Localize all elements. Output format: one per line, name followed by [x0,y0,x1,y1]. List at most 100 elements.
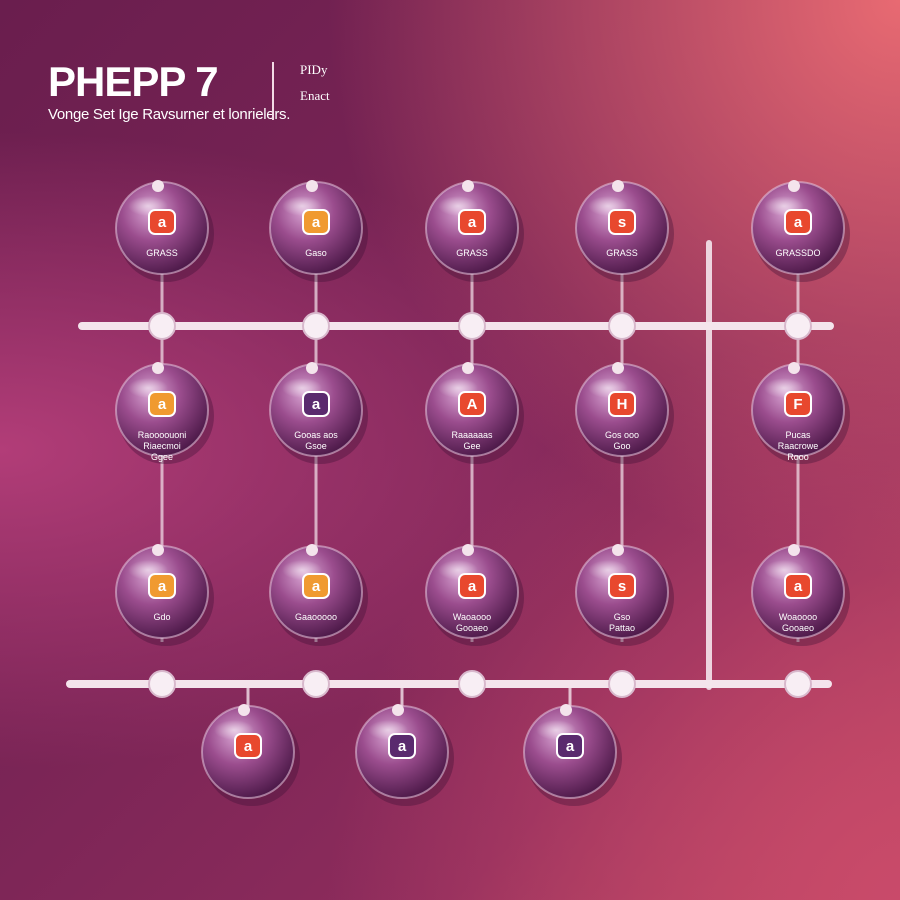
rail-junction [458,312,486,340]
rail-junction [302,670,330,698]
node-label: Pucas [785,430,811,440]
node-label: Gos ooo [605,430,639,440]
node-knob [612,362,624,374]
node-knob [788,362,800,374]
node-badge-icon [784,391,812,417]
node-glyph: H [617,396,628,413]
node-glyph: a [398,738,407,755]
node-badge-icon [302,209,330,235]
node-badge-icon [608,391,636,417]
node-badge-icon [302,573,330,599]
node-grid: aGRASSaGasoaGRASSsGRASSaGRASSDOaRaoooouo… [115,180,850,806]
node-badge-icon [458,391,486,417]
node-badge-icon [148,573,176,599]
node-label: GRASS [456,248,488,258]
node-label: Ggee [151,452,173,462]
node: a [355,704,454,806]
node-knob [392,704,404,716]
node-label: Woaoooo [779,612,817,622]
node-glyph: a [794,214,803,231]
node-label: Riaecmoi [143,441,181,451]
node-badge-icon [302,391,330,417]
connector-rails [66,240,834,722]
rail-junction [784,312,812,340]
node-badge-icon [608,573,636,599]
node-glyph: a [312,396,321,413]
node-badge-icon [458,573,486,599]
node-label: Gooaeo [782,623,814,633]
node-badge-icon [148,391,176,417]
node-badge-icon [148,209,176,235]
node-label: GRASS [606,248,638,258]
node-knob [560,704,572,716]
node: a [523,704,622,806]
node-glyph: a [312,578,321,595]
node-badge-icon [608,209,636,235]
node-glyph: s [618,578,626,595]
page-subtitle: Vonge Set Ige Ravsurner et lonrielers. [48,106,291,123]
rail-junction [608,670,636,698]
node-knob [306,180,318,192]
node-knob [612,180,624,192]
node-label: Raoooouoni [138,430,187,440]
node-knob [152,180,164,192]
node-label: Raaaaaas [451,430,493,440]
rail-top [78,322,834,330]
node-knob [462,180,474,192]
node-knob [152,362,164,374]
node-label: Gooaeo [456,623,488,633]
node-badge-icon [388,733,416,759]
node-knob [788,180,800,192]
node-label: GRASSDO [775,248,820,258]
node-glyph: a [158,214,167,231]
node-glyph: a [244,738,253,755]
rail-junction [302,312,330,340]
node-knob [152,544,164,556]
rail-bottom [66,680,832,688]
node-knob [462,544,474,556]
rail-junction [458,670,486,698]
node-badge-icon [458,209,486,235]
node-label: Gooas aos [294,430,338,440]
header-side-label-top: PIDy [300,62,328,77]
header-side-label-bottom: Enact [300,88,330,103]
node-badge-icon [784,573,812,599]
rail-vertical [706,240,712,690]
node-label: Gdo [153,612,170,622]
node-label: Gee [463,441,480,451]
node-badge-icon [784,209,812,235]
node-glyph: F [793,396,802,413]
node-badge-icon [234,733,262,759]
node-glyph: a [566,738,575,755]
node-knob [306,544,318,556]
node-label: GRASS [146,248,178,258]
rail-junction [148,670,176,698]
node-glyph: s [618,214,626,231]
node-glyph: a [468,214,477,231]
header-divider [272,62,274,120]
node-label: Rooo [787,452,809,462]
node-glyph: a [468,578,477,595]
node-knob [612,544,624,556]
node-label: Waoaooo [453,612,491,622]
node-knob [306,362,318,374]
node-label: Gaso [305,248,327,258]
node-knob [238,704,250,716]
rail-junction [608,312,636,340]
node-glyph: A [467,396,478,413]
node-label: Goo [613,441,630,451]
